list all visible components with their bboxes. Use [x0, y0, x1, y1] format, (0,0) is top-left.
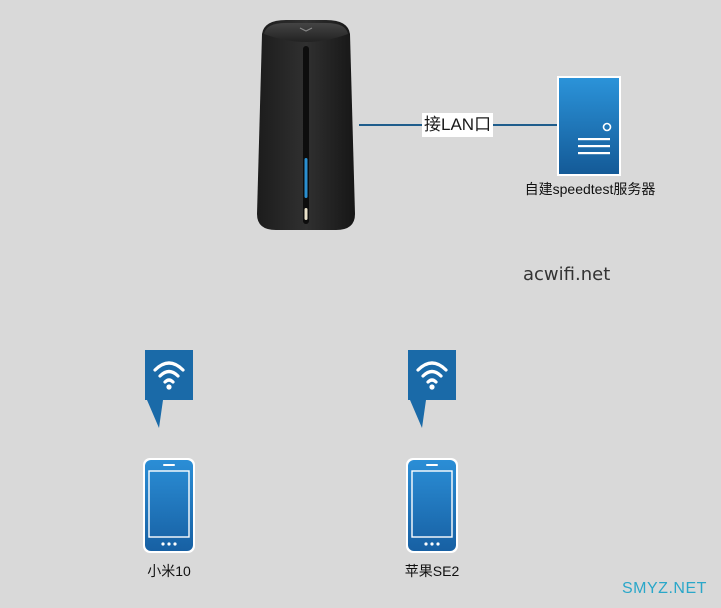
- connection-label: 接LAN口: [422, 113, 494, 137]
- wifi-signal-icon: [408, 350, 456, 428]
- smartphone-icon: [406, 458, 458, 553]
- server-label: 自建speedtest服务器: [524, 181, 656, 197]
- wifi-signal-icon: [145, 350, 193, 428]
- device-label: 苹果SE2: [404, 563, 460, 579]
- watermark-text: acwifi.net: [523, 264, 611, 285]
- smartphone-icon: [143, 458, 195, 553]
- server-icon: [557, 76, 621, 176]
- device-label: 小米10: [147, 563, 191, 579]
- router-icon: [257, 20, 355, 230]
- watermark-corner-text: SMYZ.NET: [622, 580, 707, 597]
